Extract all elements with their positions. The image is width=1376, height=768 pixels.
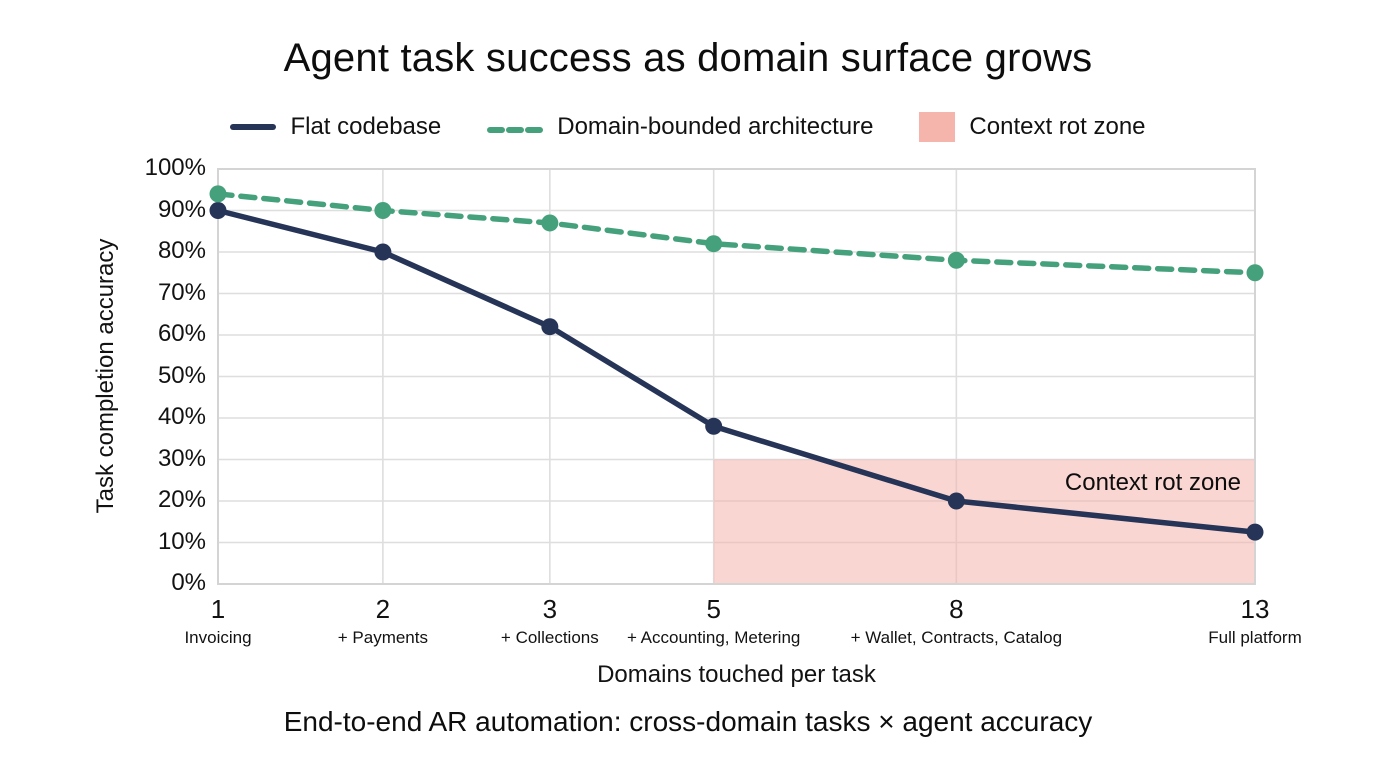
x-tick-sublabel: + Wallet, Contracts, Catalog — [850, 628, 1063, 647]
y-tick-label: 20% — [157, 486, 206, 513]
legend-label: Context rot zone — [969, 113, 1146, 140]
x-tick-label: 5 — [706, 594, 721, 624]
y-tick-label: 100% — [144, 154, 206, 181]
x-tick-label: 3 — [542, 594, 558, 624]
legend-item-domain-bounded: Domain-bounded architecture — [487, 113, 873, 141]
x-tick-label: 8 — [949, 594, 964, 624]
y-tick-label: 90% — [157, 195, 206, 223]
x-tick-sublabel: + Accounting, Metering — [626, 628, 801, 647]
chart-caption: End-to-end AR automation: cross-domain t… — [283, 706, 1093, 737]
y-tick-label: 80% — [157, 237, 206, 264]
legend: Flat codebase Domain-bounded architectur… — [0, 112, 1376, 142]
legend-item-context-rot-zone: Context rot zone — [919, 112, 1146, 142]
area-swatch-icon — [919, 112, 956, 142]
solid-line-swatch-icon — [230, 124, 277, 130]
y-tick-label: 70% — [157, 278, 206, 306]
y-tick-label: 40% — [157, 403, 206, 430]
x-tick-sublabel: Full platform — [1208, 628, 1302, 647]
y-axis-title: Task completion accuracy — [92, 238, 119, 514]
legend-label: Domain-bounded architecture — [557, 113, 874, 140]
x-tick-sublabel: Invoicing — [184, 628, 252, 647]
y-tick-label: 0% — [171, 569, 206, 596]
y-tick-label: 60% — [157, 320, 206, 347]
x-tick-label: 13 — [1240, 594, 1270, 624]
x-tick-label: 1 — [210, 594, 226, 624]
y-tick-label: 30% — [157, 444, 206, 472]
legend-item-flat-codebase: Flat codebase — [230, 113, 441, 141]
y-tick-label: 10% — [157, 527, 206, 555]
plot-area — [209, 168, 1264, 585]
legend-label: Flat codebase — [290, 113, 442, 140]
x-tick-label: 2 — [375, 594, 391, 624]
x-tick-sublabel: + Collections — [500, 628, 599, 647]
chart-title: Agent task success as domain surface gro… — [283, 36, 1093, 80]
x-tick-sublabel: + Payments — [337, 628, 428, 647]
dashed-line-swatch-icon — [487, 113, 544, 141]
x-axis-title: Domains touched per task — [597, 661, 876, 688]
y-tick-label: 50% — [157, 361, 206, 389]
zone-annotation: Context rot zone — [1064, 468, 1241, 496]
